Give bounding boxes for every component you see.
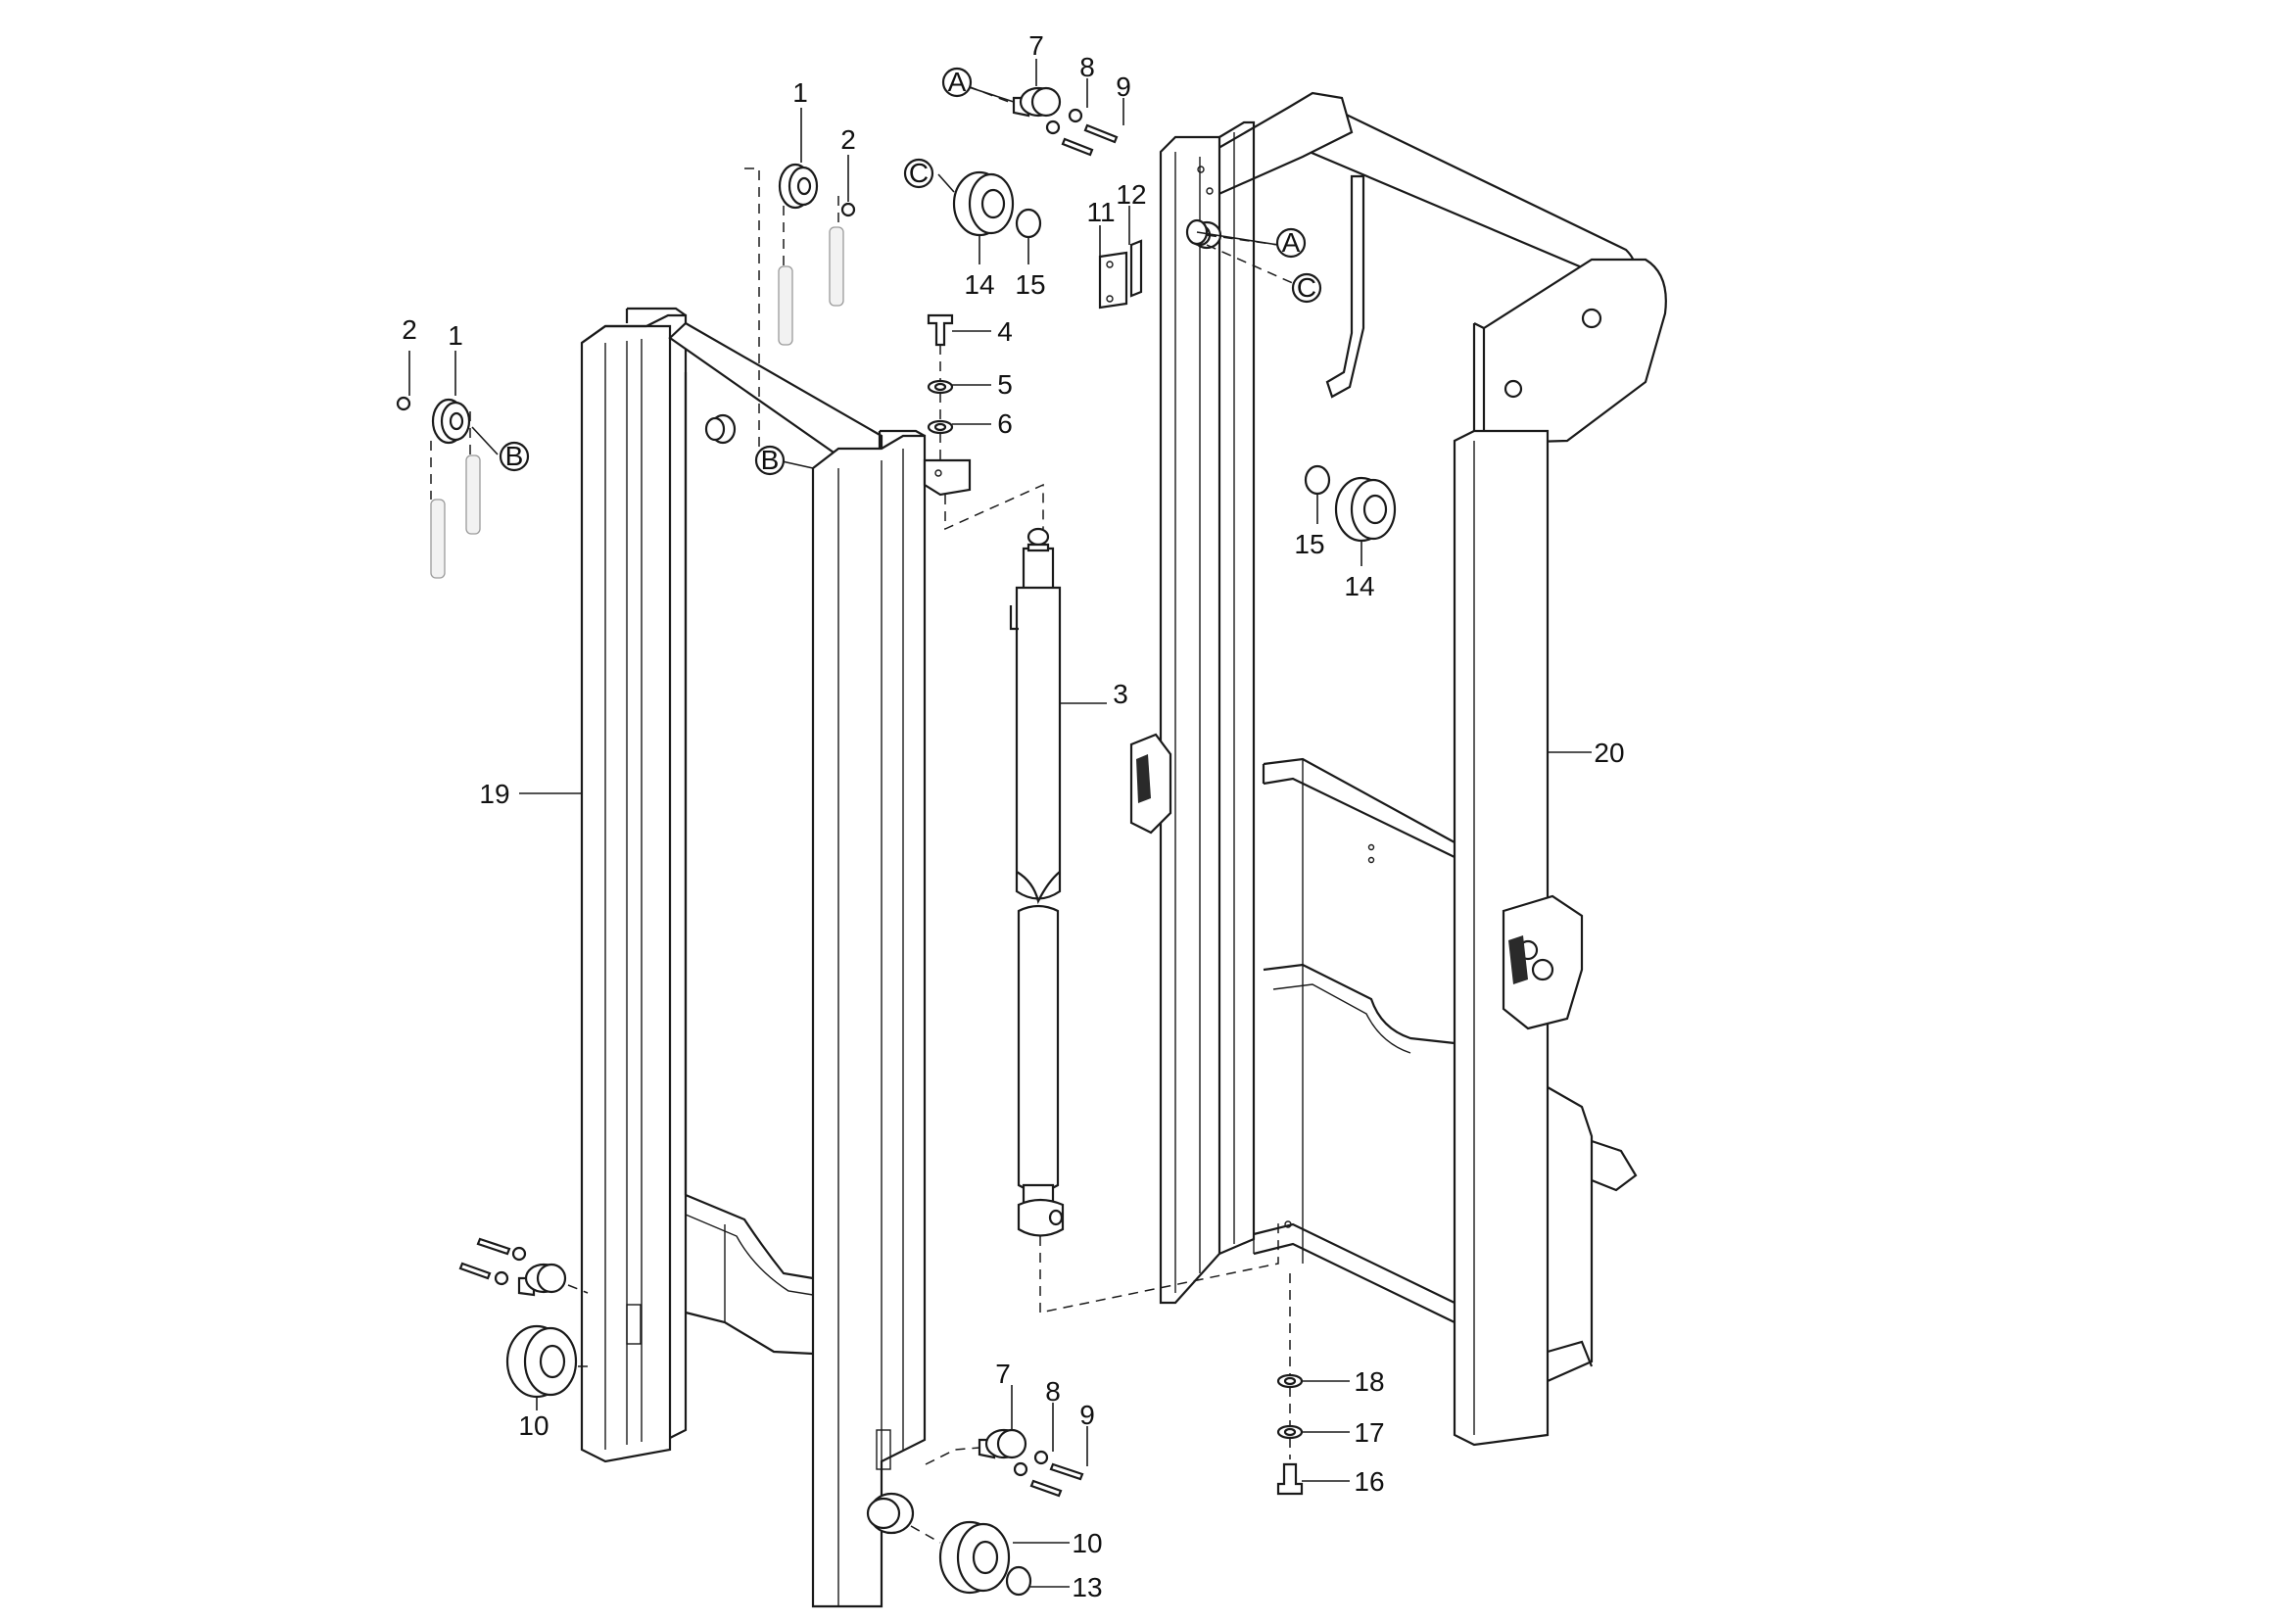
callout-8-lower: 8 bbox=[1045, 1376, 1061, 1407]
callout-1-left: 1 bbox=[448, 320, 463, 351]
callout-4: 4 bbox=[997, 316, 1013, 347]
cylinder-top-bracket bbox=[923, 458, 972, 497]
callout-8-upper: 8 bbox=[1079, 52, 1095, 82]
callout-18: 18 bbox=[1354, 1366, 1384, 1397]
ref-label-b-mast: B bbox=[761, 445, 780, 475]
ref-circle-a-upper bbox=[941, 67, 973, 98]
ref-label-c-right: C bbox=[1297, 272, 1316, 303]
inner-mast-right-rail bbox=[811, 434, 927, 1608]
callout-20: 20 bbox=[1594, 738, 1624, 768]
callout-3: 3 bbox=[1113, 679, 1128, 709]
bolt-washer-stack bbox=[927, 313, 1044, 531]
callout-7-lower: 7 bbox=[995, 1359, 1011, 1389]
callout-9-upper: 9 bbox=[1116, 72, 1131, 102]
callout-10-lower: 10 bbox=[1072, 1528, 1102, 1558]
ref-label-c-upper: C bbox=[909, 158, 929, 188]
inner-mast-left-rail bbox=[580, 324, 672, 1463]
ref-label-a-upper: A bbox=[948, 67, 967, 97]
callout-19: 19 bbox=[479, 779, 509, 809]
ref-circle-b-left bbox=[499, 441, 530, 472]
callout-1-upper: 1 bbox=[792, 77, 808, 108]
chain-pulley-left bbox=[396, 396, 471, 500]
callout-5: 5 bbox=[997, 369, 1013, 400]
ref-circle-b-mast bbox=[754, 445, 786, 476]
reference-markers: A C B B A C bbox=[499, 67, 1322, 476]
callout-15-upper: 15 bbox=[1015, 269, 1045, 300]
roller-lower-right bbox=[910, 1520, 1032, 1597]
callout-6: 6 bbox=[997, 408, 1013, 439]
callout-13: 13 bbox=[1072, 1572, 1102, 1602]
lift-chains bbox=[430, 226, 844, 579]
callout-10-left: 10 bbox=[518, 1410, 549, 1441]
roller-bolt-set-lower-right bbox=[925, 1428, 1084, 1498]
ref-circle-c-upper bbox=[903, 158, 934, 189]
callout-16: 16 bbox=[1354, 1466, 1384, 1497]
callout-14-upper: 14 bbox=[964, 269, 994, 300]
ref-circle-a-right bbox=[1275, 227, 1307, 259]
callout-2-upper: 2 bbox=[840, 124, 856, 155]
callout-12: 12 bbox=[1116, 179, 1146, 210]
callout-2-left: 2 bbox=[402, 314, 417, 345]
lift-cylinder bbox=[1009, 527, 1065, 1237]
callout-9-lower: 9 bbox=[1079, 1400, 1095, 1430]
callout-7-upper: 7 bbox=[1028, 30, 1044, 61]
outer-mast-head-plate bbox=[1482, 258, 1667, 445]
ref-label-a-right: A bbox=[1282, 227, 1301, 258]
callout-14-right: 14 bbox=[1344, 571, 1374, 601]
outer-mast-left-rail bbox=[1159, 135, 1221, 1305]
ref-label-b-left: B bbox=[505, 441, 524, 471]
roller-bolt-set-upper bbox=[967, 85, 1119, 157]
leader-lines bbox=[408, 59, 1592, 1588]
callout-11: 11 bbox=[1086, 197, 1115, 227]
roller-bolt-set-lower-left bbox=[458, 1237, 589, 1399]
pivot-bolt-stack bbox=[1276, 1273, 1304, 1496]
inner-mast-assembly bbox=[580, 307, 972, 1608]
callout-15-right: 15 bbox=[1294, 529, 1324, 559]
chain-pulley-upper bbox=[744, 163, 856, 449]
bearing-right bbox=[1304, 464, 1397, 543]
bearing-upper bbox=[952, 170, 1042, 239]
callout-17: 17 bbox=[1354, 1417, 1384, 1448]
chain-anchor-plate bbox=[1098, 239, 1143, 310]
callout-numbers: 1 2 1 2 3 4 5 6 7 8 9 14 15 11 12 15 14 … bbox=[402, 30, 1624, 1602]
outer-mast-assembly bbox=[1129, 91, 1667, 1447]
ref-circle-c-right bbox=[1291, 272, 1322, 304]
